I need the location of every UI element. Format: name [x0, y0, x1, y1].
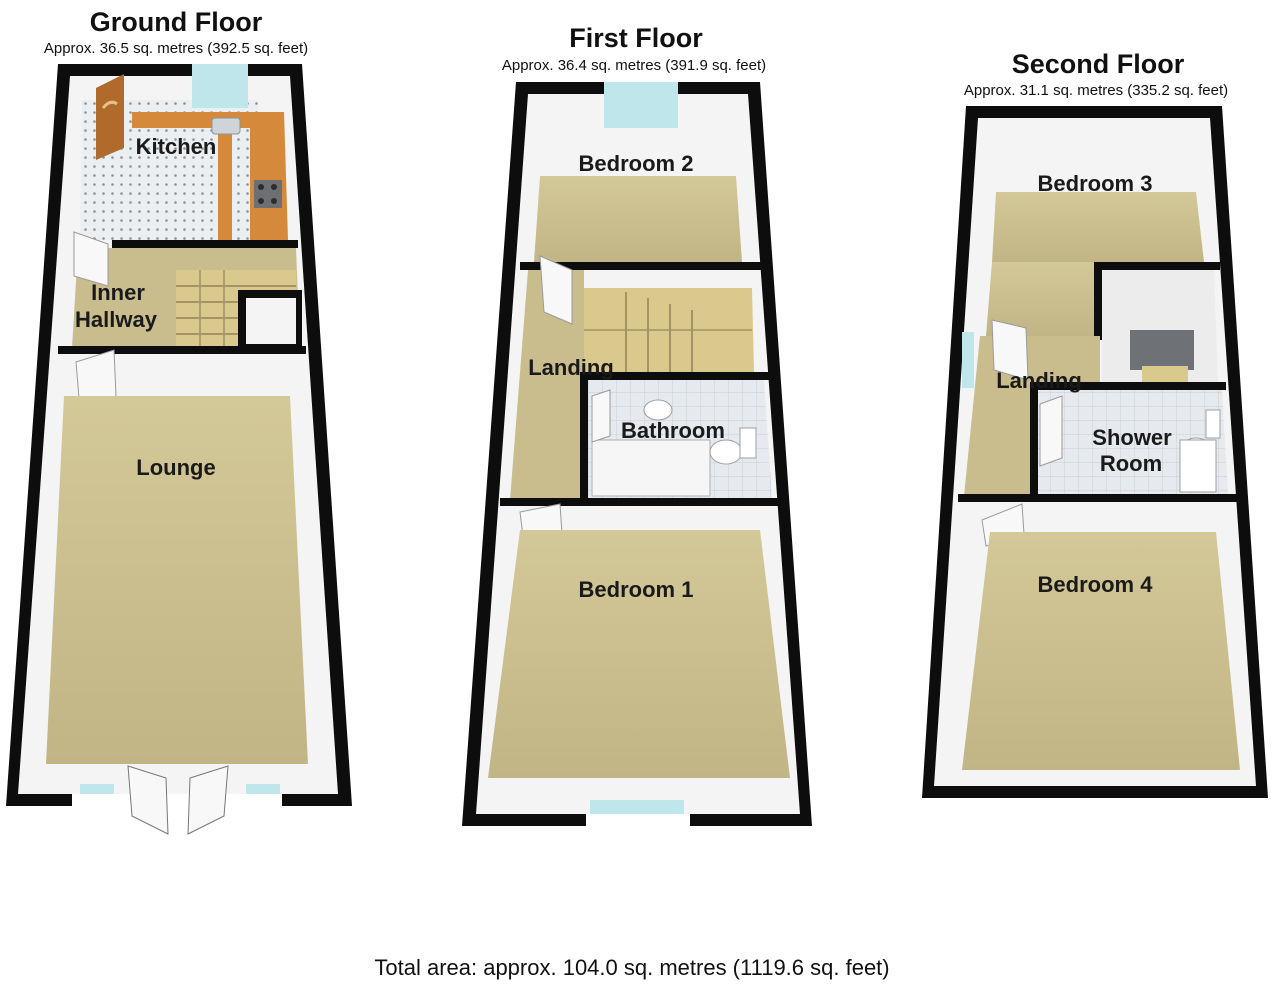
basin-icon	[643, 399, 673, 421]
bedroom-3-floor	[992, 192, 1204, 262]
kitchen-floor	[80, 100, 262, 240]
room-label-inner-hallway-1: Inner	[91, 280, 145, 305]
room-label-inner-hallway-2: Hallway	[75, 307, 158, 332]
ground-floor-title: Ground Floor	[90, 7, 263, 37]
room-label-lounge: Lounge	[136, 455, 215, 480]
bedroom-1-window	[590, 800, 684, 814]
second-floor-area: Approx. 31.1 sq. metres (335.2 sq. feet)	[964, 82, 1228, 99]
room-label-bedroom-2: Bedroom 2	[579, 151, 694, 176]
bedroom-1-floor	[488, 530, 790, 778]
sink-icon	[211, 117, 241, 135]
bedroom-2-window	[604, 82, 678, 128]
shower-room-door	[1039, 395, 1063, 467]
landing-door	[991, 319, 1029, 381]
room-label-shower-room-1: Shower	[1092, 425, 1172, 450]
first-floor-title: First Floor	[569, 23, 703, 53]
bathroom-door	[591, 389, 611, 443]
kitchen-window	[192, 64, 248, 108]
room-label-bedroom-3: Bedroom 3	[1038, 171, 1153, 196]
bath-icon	[591, 439, 711, 497]
shower-tray-icon	[1179, 439, 1217, 493]
bedroom-4-floor	[962, 532, 1240, 770]
stairs-icon	[584, 288, 754, 372]
room-label-shower-room-2: Room	[1100, 451, 1162, 476]
first-landing-floor	[510, 270, 584, 500]
bedroom-2-door	[539, 255, 573, 325]
second-floor-plan	[922, 106, 1268, 798]
lounge-floor	[46, 396, 308, 764]
room-label-bathroom: Bathroom	[621, 418, 725, 443]
first-floor-area: Approx. 36.4 sq. metres (391.9 sq. feet)	[502, 57, 766, 74]
kitchen-worktop	[132, 112, 258, 240]
room-label-bedroom-4: Bedroom 4	[1038, 572, 1154, 597]
bedroom-2-floor	[534, 176, 742, 262]
room-label-kitchen: Kitchen	[136, 134, 217, 159]
first-floor-plan	[462, 82, 812, 826]
ground-floor-plan	[6, 64, 352, 835]
room-label-bedroom-1: Bedroom 1	[579, 577, 694, 602]
total-area: Total area: approx. 104.0 sq. metres (11…	[374, 955, 889, 980]
toilet-icon	[709, 439, 743, 465]
french-door-right	[187, 765, 229, 835]
second-floor-title: Second Floor	[1012, 49, 1185, 79]
hall-door	[73, 231, 109, 287]
back-door	[96, 74, 124, 160]
ground-floor-area: Approx. 36.5 sq. metres (392.5 sq. feet)	[44, 40, 308, 57]
room-label-second-landing: Landing	[996, 368, 1082, 393]
french-door-left	[127, 765, 169, 835]
hob-icon	[254, 180, 282, 208]
room-label-first-landing: Landing	[528, 355, 614, 380]
